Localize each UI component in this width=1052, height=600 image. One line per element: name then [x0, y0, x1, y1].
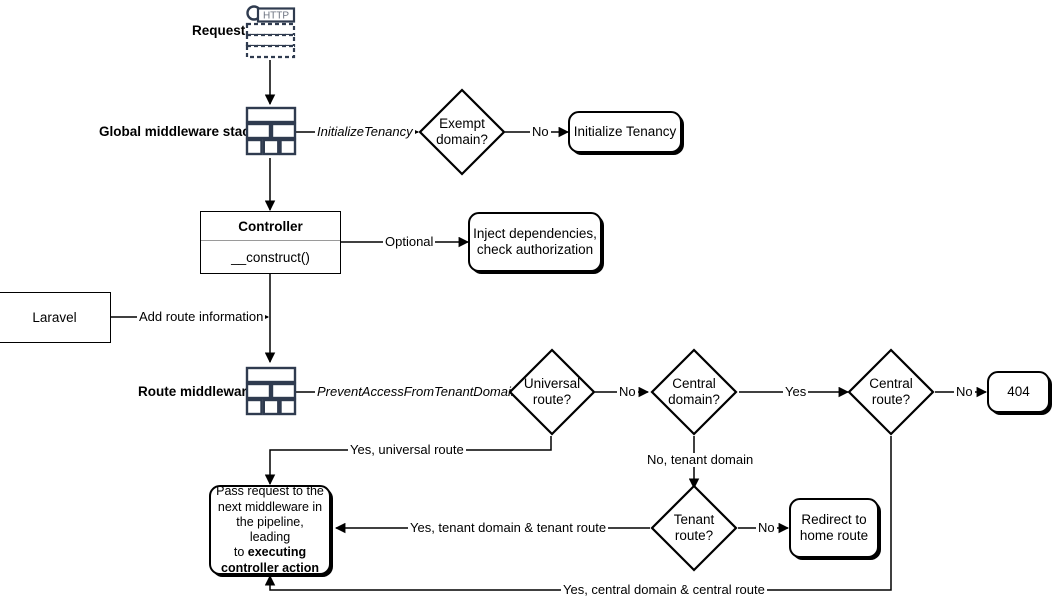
node-initialize-tenancy-label: Initialize Tenancy [573, 124, 677, 140]
decision-central-domain[interactable]: Central domain? [650, 348, 738, 436]
node-pass-request-line2: next middleware in [217, 499, 323, 514]
node-404-label: 404 [1007, 384, 1030, 400]
node-controller[interactable]: Controller __construct() [200, 211, 341, 274]
label-global-middleware-stack: Global middleware stack [97, 124, 260, 140]
node-pass-request-line4: to executing [215, 545, 325, 560]
edge-label-exempt-no: No [530, 124, 551, 140]
decision-universal-route[interactable]: Universal route? [508, 348, 596, 436]
node-pass-request[interactable]: Pass request to the next middleware in t… [209, 484, 331, 576]
edge-label-central-route-no: No [954, 384, 975, 400]
edge-label-add-route-information: Add route information [137, 309, 266, 325]
node-controller-method: __construct() [231, 249, 310, 265]
edge-label-optional: Optional [383, 234, 436, 250]
node-pass-request-line5: controller action [215, 561, 325, 576]
decision-tenant-route-line2: route? [674, 528, 714, 543]
decision-central-route-line1: Central [869, 376, 913, 392]
middleware-stack-icon-global [245, 106, 297, 158]
decision-universal-route-label: Universal route? [508, 348, 596, 436]
label-request: Request [190, 23, 248, 39]
node-controller-title: Controller [201, 212, 340, 241]
decision-central-route[interactable]: Central route? [847, 348, 935, 436]
node-redirect-home-route-line1: Redirect to [801, 512, 867, 528]
node-inject-dependencies-line2: check authorization [476, 242, 594, 257]
decision-central-domain-label: Central domain? [650, 348, 738, 436]
decision-exempt-domain-line2: domain? [436, 132, 488, 147]
node-inject-dependencies[interactable]: Inject dependencies, check authorization [468, 212, 602, 272]
svg-text:HTTP: HTTP [263, 11, 289, 22]
decision-tenant-route-label: Tenant route? [650, 484, 738, 572]
node-pass-request-line3: the pipeline, leading [236, 514, 304, 544]
node-inject-dependencies-line1: Inject dependencies, [473, 226, 597, 242]
node-redirect-home-route-line2: home route [799, 528, 869, 543]
http-request-icon: HTTP [245, 4, 301, 60]
decision-universal-route-line1: Universal [523, 376, 581, 392]
decision-tenant-route[interactable]: Tenant route? [650, 484, 738, 572]
decision-central-domain-line1: Central [672, 376, 716, 392]
decision-tenant-route-line1: Tenant [673, 512, 715, 528]
decision-central-route-line2: route? [871, 392, 911, 407]
node-pass-request-line5-bold: controller action [221, 560, 319, 575]
edge-label-central-domain-yes: Yes [783, 384, 809, 400]
edge-label-prevent-access-from-tenant-domains: PreventAccessFromTenantDomains [315, 384, 527, 400]
node-pass-request-line1: Pass request to the [216, 484, 324, 499]
edge-label-initialize-tenancy: InitializeTenancy [315, 124, 415, 140]
decision-central-route-label: Central route? [847, 348, 935, 436]
label-route-middleware: Route middleware [136, 384, 257, 400]
middleware-stack-icon-route [245, 366, 297, 418]
edge-label-no-tenant-domain: No, tenant domain [645, 452, 756, 468]
edge-label-yes-central-domain-central-route: Yes, central domain & central route [561, 582, 767, 598]
node-pass-request-line4-prefix: to [233, 545, 248, 560]
node-redirect-home-route[interactable]: Redirect to home route [789, 498, 879, 558]
node-laravel-label: Laravel [32, 309, 77, 325]
decision-exempt-domain[interactable]: Exempt domain? [418, 88, 506, 176]
edge-label-yes-tenant-domain-tenant-route: Yes, tenant domain & tenant route [408, 520, 609, 536]
node-laravel[interactable]: Laravel [0, 292, 111, 343]
decision-universal-route-line2: route? [532, 392, 572, 407]
edge-label-yes-universal-route: Yes, universal route [348, 442, 466, 458]
node-pass-request-line4-bold: executing [247, 545, 307, 560]
edge-label-universal-no: No [617, 384, 638, 400]
decision-exempt-domain-line1: Exempt [439, 116, 485, 132]
node-404[interactable]: 404 [987, 371, 1050, 413]
node-initialize-tenancy[interactable]: Initialize Tenancy [568, 111, 682, 153]
decision-central-domain-line2: domain? [668, 392, 720, 407]
decision-exempt-domain-label: Exempt domain? [418, 88, 506, 176]
edge-label-tenant-route-no: No [756, 520, 777, 536]
